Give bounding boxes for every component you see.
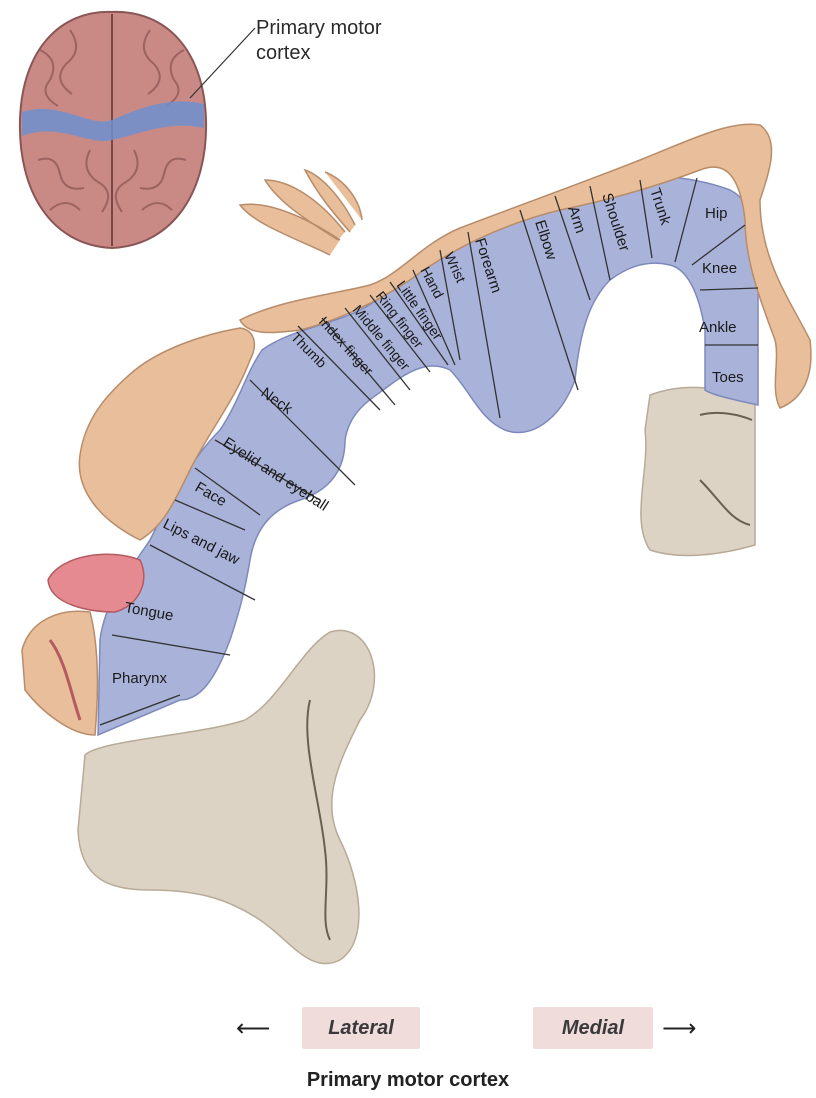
fingers (240, 170, 362, 255)
right-arrow-icon: ⟶ (662, 1014, 696, 1042)
inset-label-line2: cortex (256, 41, 382, 66)
brain-top-view (20, 12, 255, 248)
medial-label-box: Medial (533, 1007, 653, 1049)
left-arrow-icon: ⟵ (236, 1014, 270, 1042)
label-ankle: Ankle (699, 319, 737, 336)
lateral-label-box: Lateral (302, 1007, 420, 1049)
lateral-label: Lateral (328, 1017, 394, 1040)
label-knee: Knee (702, 260, 737, 277)
medial-label: Medial (562, 1017, 624, 1040)
inset-label: Primary motor cortex (256, 16, 382, 66)
inset-label-line1: Primary motor (256, 16, 382, 41)
pharynx-section (22, 611, 97, 735)
figure-caption: Primary motor cortex (0, 1069, 816, 1092)
label-pharynx: Pharynx (112, 670, 168, 687)
label-hip: Hip (705, 205, 728, 222)
label-toes: Toes (712, 369, 744, 386)
